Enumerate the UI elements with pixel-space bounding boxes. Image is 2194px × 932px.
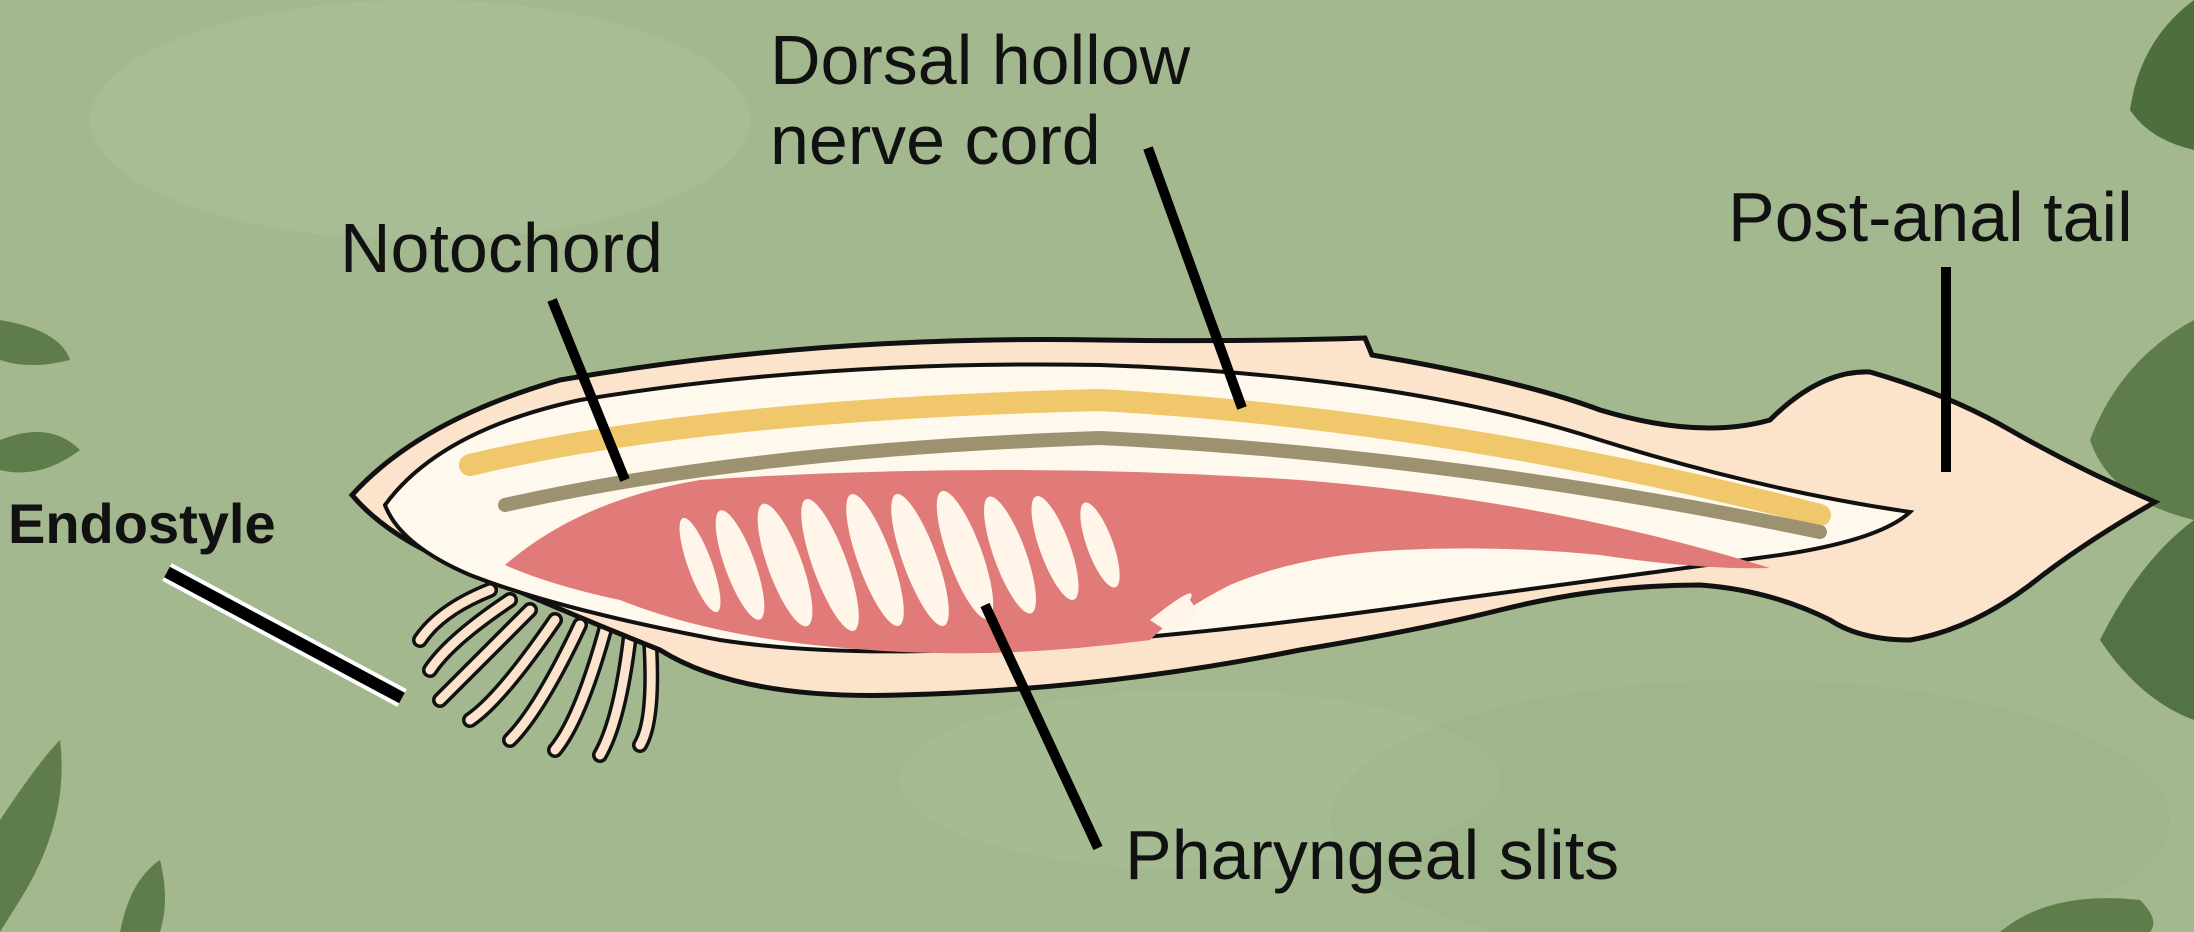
label-dorsal-line-2: nerve cord — [770, 101, 1101, 179]
pharyngeal-slits — [679, 490, 1197, 632]
label-dorsal-hollow-nerve-cord: Dorsal hollow nerve cord — [770, 20, 1190, 180]
label-endostyle: Endostyle — [8, 492, 276, 555]
label-post-anal-tail: Post-anal tail — [1728, 178, 2133, 256]
label-dorsal-line-1: Dorsal hollow — [770, 21, 1191, 99]
label-notochord: Notochord — [340, 209, 663, 287]
oral-tentacles-fill — [415, 585, 656, 760]
notochord-rod — [498, 430, 1827, 539]
endostyle-leader-line — [162, 563, 407, 707]
leader-lines — [547, 146, 1951, 851]
nerve-cord — [459, 388, 1831, 526]
label-pharyngeal-slits: Pharyngeal slits — [1125, 816, 1620, 894]
